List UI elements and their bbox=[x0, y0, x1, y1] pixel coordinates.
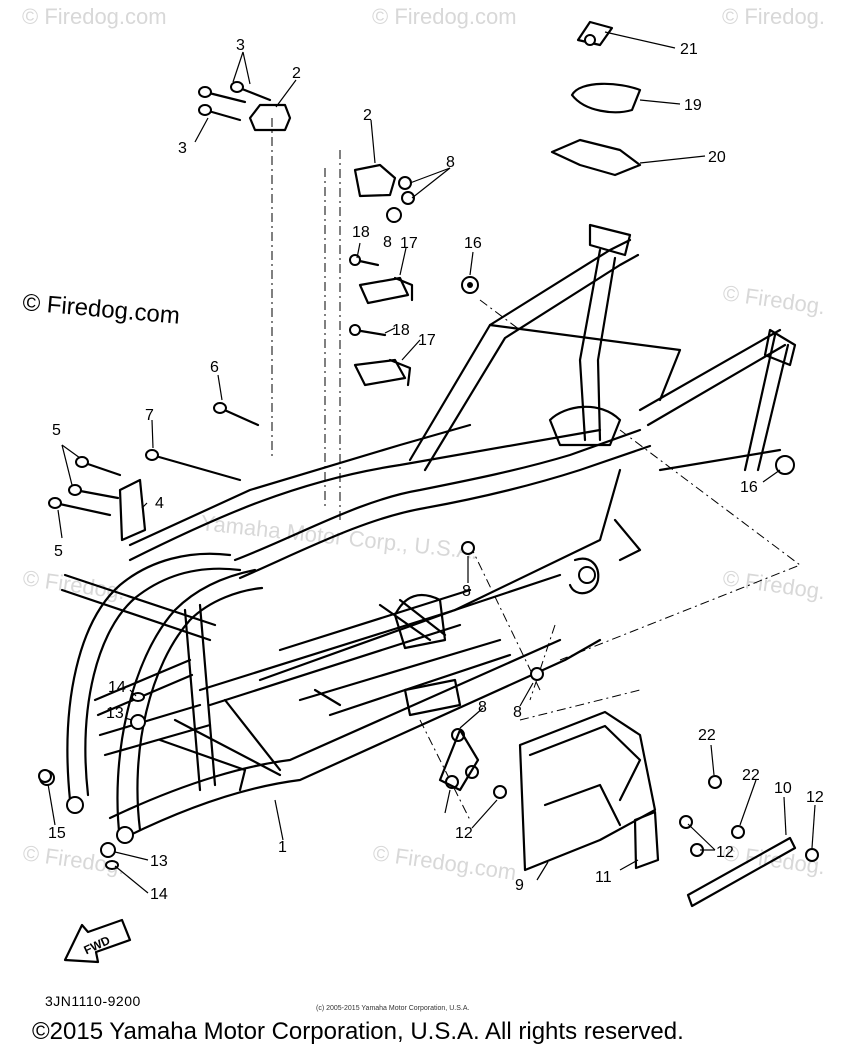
callout-labels: 3 3 2 2 8 8 18 17 16 18 17 6 7 5 4 5 16 … bbox=[48, 37, 824, 903]
callout-17-bottom: 17 bbox=[418, 332, 436, 349]
callout-16-top: 16 bbox=[464, 235, 482, 252]
watermark-middle-right: © Firedog. bbox=[721, 280, 827, 319]
grommets-item-16 bbox=[461, 276, 479, 294]
callout-18-top: 18 bbox=[352, 224, 370, 241]
callout-10: 10 bbox=[774, 780, 792, 797]
callout-8-mid: 8 bbox=[383, 234, 392, 251]
callout-22-right: 22 bbox=[742, 767, 760, 784]
front-fasteners bbox=[48, 402, 260, 542]
callout-13-top: 13 bbox=[106, 705, 124, 722]
watermark-lower-left: © Firedog. bbox=[21, 565, 127, 604]
callout-22-left: 22 bbox=[698, 727, 716, 744]
watermark-top-center: © Firedog.com bbox=[372, 4, 517, 29]
callout-1: 1 bbox=[278, 839, 287, 856]
callout-8-top: 8 bbox=[446, 154, 455, 171]
nuts-item-8 bbox=[386, 176, 544, 792]
small-parts-19-20-21 bbox=[550, 20, 642, 177]
main-frame bbox=[39, 223, 797, 844]
mount-items-17-18 bbox=[349, 254, 414, 387]
watermark-top-right: © Firedog. bbox=[722, 4, 825, 29]
callout-13-bottom: 13 bbox=[150, 853, 168, 870]
callout-9: 9 bbox=[515, 877, 524, 894]
callout-11: 11 bbox=[595, 869, 612, 886]
copyright-notice: ©2015 Yamaha Motor Corporation, U.S.A. A… bbox=[32, 1018, 684, 1045]
callout-3-bottom: 3 bbox=[178, 140, 187, 157]
leader-lines bbox=[47, 31, 816, 894]
callout-14-top: 14 bbox=[108, 679, 126, 696]
callout-4: 4 bbox=[155, 495, 164, 512]
callout-19: 19 bbox=[684, 97, 702, 114]
callout-12-left: 12 bbox=[455, 825, 473, 842]
seat-brackets bbox=[248, 103, 397, 198]
watermark-lower-right: © Firedog. bbox=[721, 565, 827, 604]
callout-2-right: 2 bbox=[363, 107, 372, 124]
callout-12-right: 12 bbox=[806, 789, 824, 806]
callout-20: 20 bbox=[708, 149, 726, 166]
skid-plate-parts bbox=[493, 710, 819, 908]
callout-18-bottom: 18 bbox=[392, 322, 410, 339]
callout-7: 7 bbox=[145, 407, 154, 424]
callout-2-left: 2 bbox=[292, 65, 301, 82]
small-copyright: (c) 2005-2015 Yamaha Motor Corporation, … bbox=[316, 1005, 470, 1012]
callout-21: 21 bbox=[680, 41, 698, 58]
callout-5-bottom: 5 bbox=[54, 543, 63, 560]
watermark-layer: © Firedog.com © Firedog.com © Firedog. ©… bbox=[21, 4, 827, 885]
callout-17-top: 17 bbox=[400, 235, 418, 252]
watermark-bottom-center: © Firedog.com bbox=[371, 840, 518, 885]
bolts-item-3 bbox=[198, 81, 272, 122]
watermark-frame-text: Yamaha Motor Corp., U.S.A. bbox=[199, 510, 478, 564]
callout-6: 6 bbox=[210, 359, 219, 376]
callout-8-right: 8 bbox=[513, 704, 522, 721]
callout-15: 15 bbox=[48, 825, 66, 842]
callout-5-top: 5 bbox=[52, 422, 61, 439]
callout-8-center: 8 bbox=[462, 583, 471, 600]
callout-3-top: 3 bbox=[236, 37, 245, 54]
callout-14-bottom: 14 bbox=[150, 886, 168, 903]
watermark-top-left: © Firedog.com bbox=[22, 4, 167, 29]
diagram-code: 3JN1110-9200 bbox=[45, 993, 141, 1009]
watermark-middle-left: © Firedog.com bbox=[21, 289, 180, 330]
callout-16-right: 16 bbox=[740, 479, 758, 496]
fwd-arrow: FWD bbox=[63, 918, 132, 964]
callout-8-lower: 8 bbox=[478, 699, 487, 716]
callout-12-center: 12 bbox=[716, 844, 734, 861]
alignment-lines bbox=[271, 118, 802, 821]
